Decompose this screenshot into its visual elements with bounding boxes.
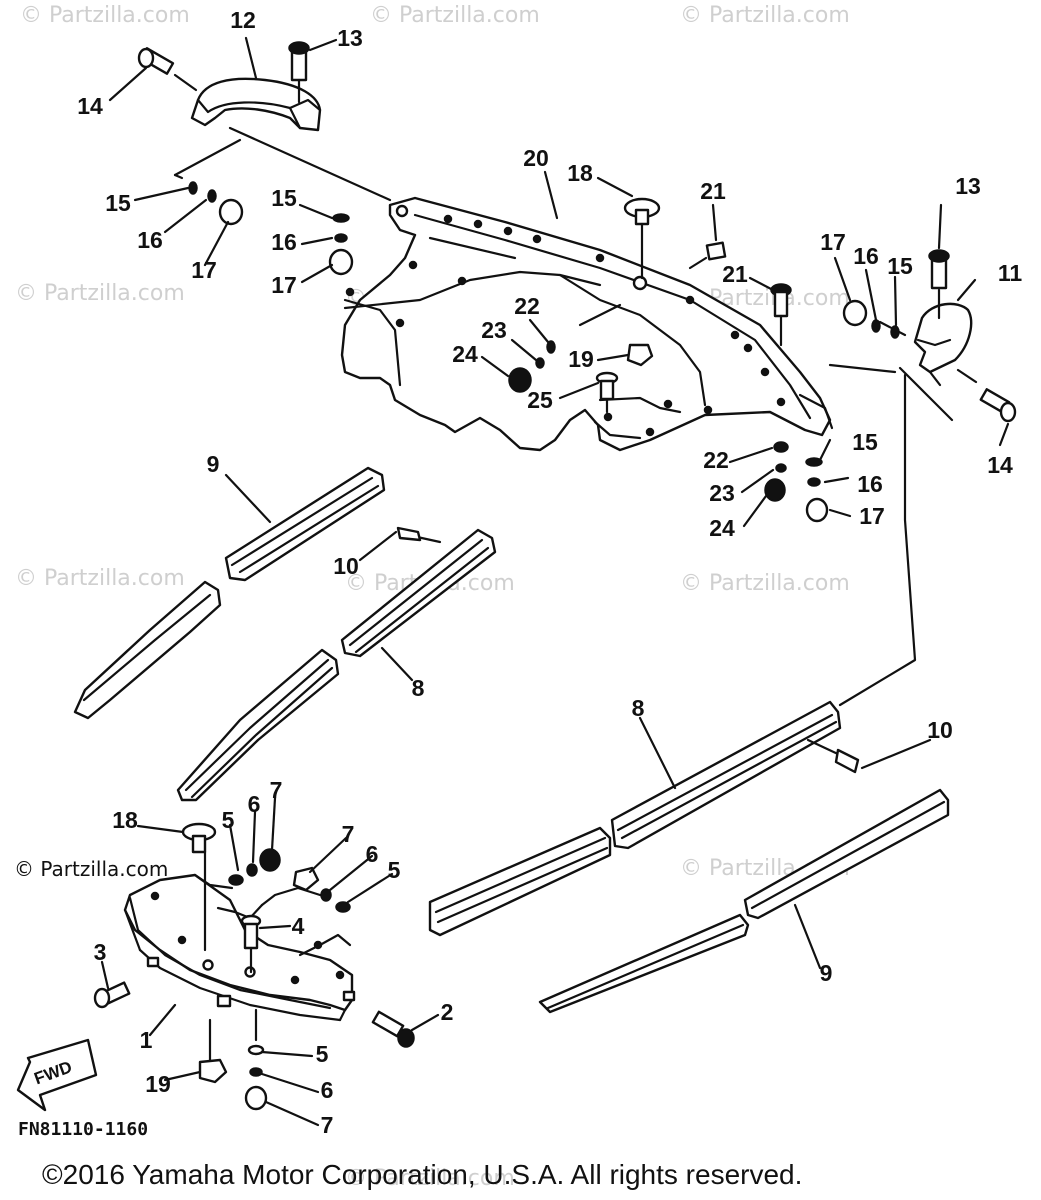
hardware-center — [508, 197, 829, 523]
callout-11: 11 — [998, 260, 1023, 286]
callout-numbers: 12 13 14 15 16 17 15 16 17 20 18 21 21 1… — [77, 7, 1022, 1138]
callout-3: 3 — [94, 939, 107, 965]
callout-21: 21 — [722, 261, 748, 287]
callout-15: 15 — [271, 185, 297, 211]
watermark: © Partzilla.com — [15, 566, 185, 591]
callout-4: 4 — [292, 913, 305, 939]
callout-19: 19 — [568, 346, 594, 372]
callout-14: 14 — [987, 452, 1013, 478]
callout-19: 19 — [145, 1071, 171, 1097]
callout-17: 17 — [820, 229, 846, 255]
callout-10: 10 — [927, 717, 953, 743]
callout-17: 17 — [271, 272, 297, 298]
rails-right — [428, 700, 950, 1014]
hardware-bottom — [93, 822, 415, 1111]
clamp-part-12 — [173, 77, 392, 202]
callout-5: 5 — [388, 857, 401, 883]
callout-7: 7 — [342, 821, 355, 847]
callout-10: 10 — [333, 553, 359, 579]
callout-17: 17 — [859, 503, 885, 529]
callout-17: 17 — [191, 257, 217, 283]
callout-15: 15 — [852, 429, 878, 455]
callout-12: 12 — [230, 7, 256, 33]
callout-22: 22 — [703, 447, 729, 473]
callout-20: 20 — [523, 145, 549, 171]
callout-6: 6 — [321, 1077, 334, 1103]
callout-1: 1 — [140, 1027, 153, 1053]
callout-9: 9 — [820, 960, 833, 986]
callout-23: 23 — [481, 317, 507, 343]
watermark: © Partzilla.com — [680, 3, 850, 28]
callout-8: 8 — [412, 675, 425, 701]
fwd-arrow: FWD — [16, 1038, 98, 1112]
watermark: © Partzilla.com — [15, 281, 185, 306]
bumper-part-1 — [123, 873, 356, 1022]
clamp-part-11 — [828, 302, 973, 707]
callout-7: 7 — [270, 777, 283, 803]
callout-16: 16 — [137, 227, 163, 253]
callout-24: 24 — [709, 515, 735, 541]
callout-6: 6 — [366, 841, 379, 867]
callout-15: 15 — [105, 190, 131, 216]
leader-lines — [100, 36, 1010, 1127]
callout-16: 16 — [857, 471, 883, 497]
watermark: © Partzilla.com — [345, 1166, 515, 1191]
callout-5: 5 — [316, 1041, 329, 1067]
hardware-left — [137, 41, 354, 276]
callout-22: 22 — [514, 293, 540, 319]
callout-24: 24 — [452, 341, 478, 367]
callout-18: 18 — [112, 807, 138, 833]
watermark: © Partzilla.com — [680, 571, 850, 596]
callout-9: 9 — [207, 451, 220, 477]
callout-8: 8 — [632, 695, 645, 721]
callout-13: 13 — [955, 173, 981, 199]
frame-part-20 — [340, 196, 834, 452]
watermark: © Partzilla.com — [370, 3, 540, 28]
diagram-code: FN81110-1160 — [18, 1119, 148, 1140]
callout-16: 16 — [271, 229, 297, 255]
callout-18: 18 — [567, 160, 593, 186]
callout-7: 7 — [321, 1112, 334, 1138]
callout-15: 15 — [887, 253, 913, 279]
watermark-dark: © Partzilla.com — [14, 857, 168, 881]
callout-2: 2 — [441, 999, 454, 1025]
callout-6: 6 — [248, 791, 261, 817]
callout-21: 21 — [700, 178, 726, 204]
watermark: © Partzilla.com — [20, 3, 190, 28]
callout-16: 16 — [853, 243, 879, 269]
rails-left — [73, 466, 497, 802]
callout-13: 13 — [337, 25, 363, 51]
callout-14: 14 — [77, 93, 103, 119]
callout-5: 5 — [222, 807, 235, 833]
hardware-right — [842, 249, 1017, 423]
copyright-notice: ©2016 Yamaha Motor Corporation, U.S.A. A… — [42, 1159, 802, 1190]
callout-23: 23 — [709, 480, 735, 506]
callout-25: 25 — [527, 387, 553, 413]
